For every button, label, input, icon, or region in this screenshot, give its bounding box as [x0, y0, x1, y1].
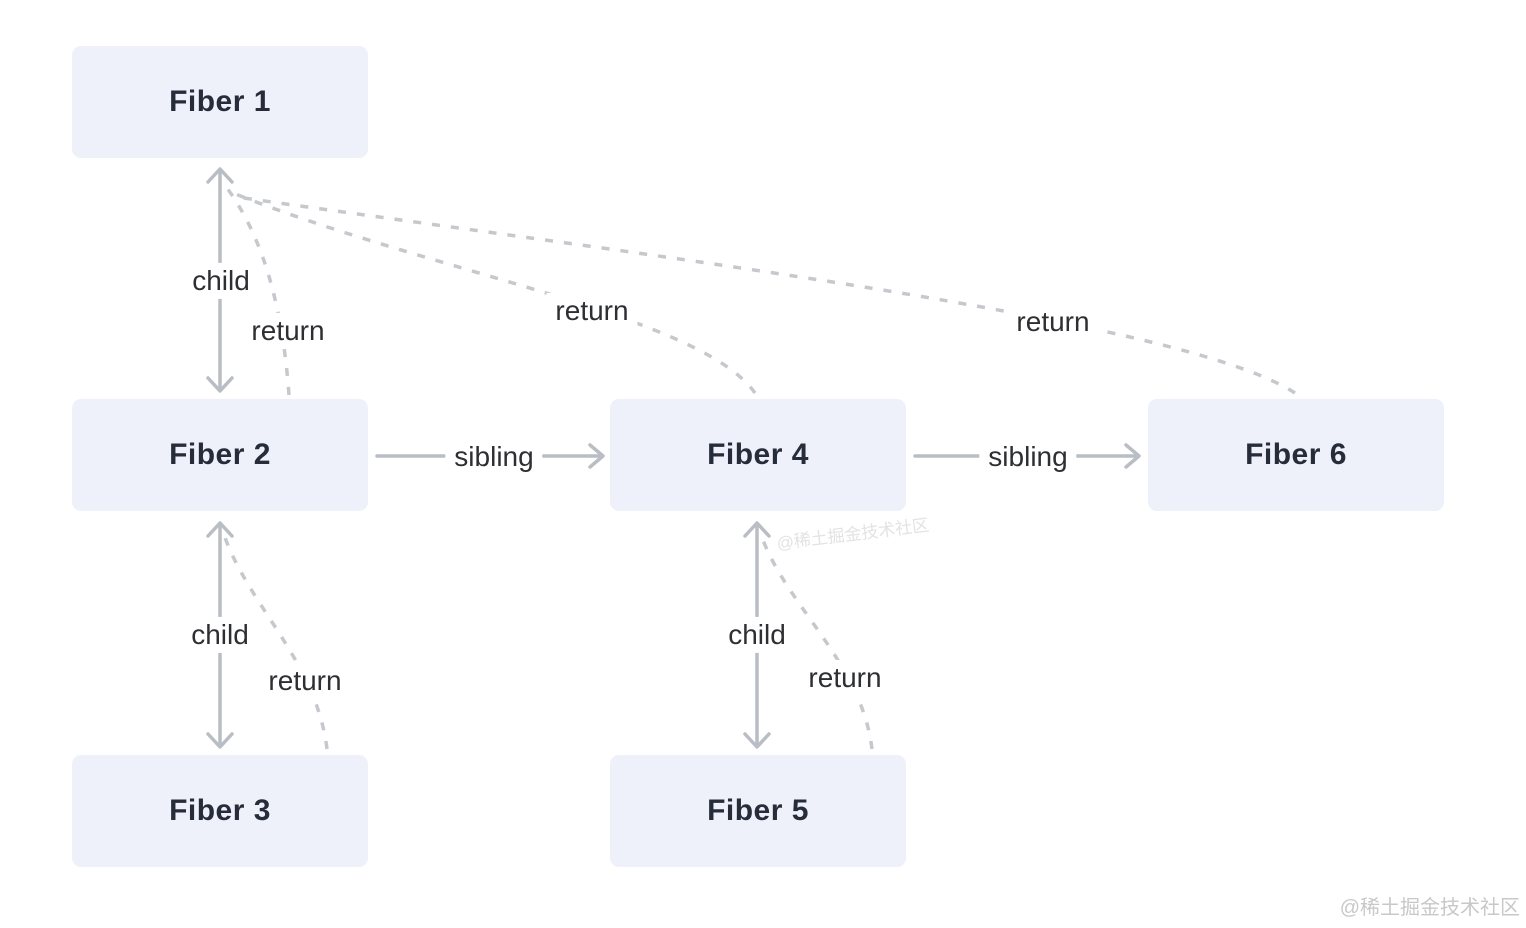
juejin-watermark: @稀土掘金技术社区 — [1339, 897, 1520, 919]
node-fiber-3: Fiber 3 — [72, 755, 368, 867]
edge-label-child-f1-f2: child — [183, 262, 259, 300]
arrowhead-right-f6 — [1124, 443, 1141, 469]
edge-return-f3-f2 — [221, 531, 329, 750]
node-fiber-2: Fiber 2 — [72, 399, 368, 511]
arrowhead-up-f4 — [743, 521, 771, 538]
edge-label-return-f2-f1: return — [242, 312, 334, 350]
edge-return-f6-f1 — [236, 195, 1296, 395]
arrowhead-right-f4 — [588, 443, 605, 469]
edge-label-return-f6-f1: return — [1007, 303, 1099, 341]
edge-return-f2-f1 — [225, 186, 291, 396]
node-fiber-6: Fiber 6 — [1148, 399, 1444, 511]
arrowhead-down-f3 — [206, 732, 234, 749]
arrowhead-down-f5 — [743, 732, 771, 749]
node-fiber-4: Fiber 4 — [610, 399, 906, 511]
node-fiber-5: Fiber 5 — [610, 755, 906, 867]
arrowhead-up-f1 — [206, 167, 234, 184]
edge-label-sibling-f2-f4: sibling — [445, 438, 543, 476]
arrowhead-up-f2 — [206, 521, 234, 538]
node-fiber-1: Fiber 1 — [72, 46, 368, 158]
edge-return-f5-f4 — [758, 531, 874, 750]
edge-label-return-f3-f2: return — [259, 662, 351, 700]
edge-label-return-f5-f4: return — [799, 659, 891, 697]
edge-label-child-f2-f3: child — [182, 616, 258, 654]
edge-return-f4-f1 — [232, 191, 757, 395]
arrowhead-down-f2 — [206, 376, 234, 393]
edge-label-return-f4-f1: return — [546, 292, 638, 330]
edge-label-sibling-f4-f6: sibling — [979, 438, 1077, 476]
edge-label-child-f4-f5: child — [719, 616, 795, 654]
